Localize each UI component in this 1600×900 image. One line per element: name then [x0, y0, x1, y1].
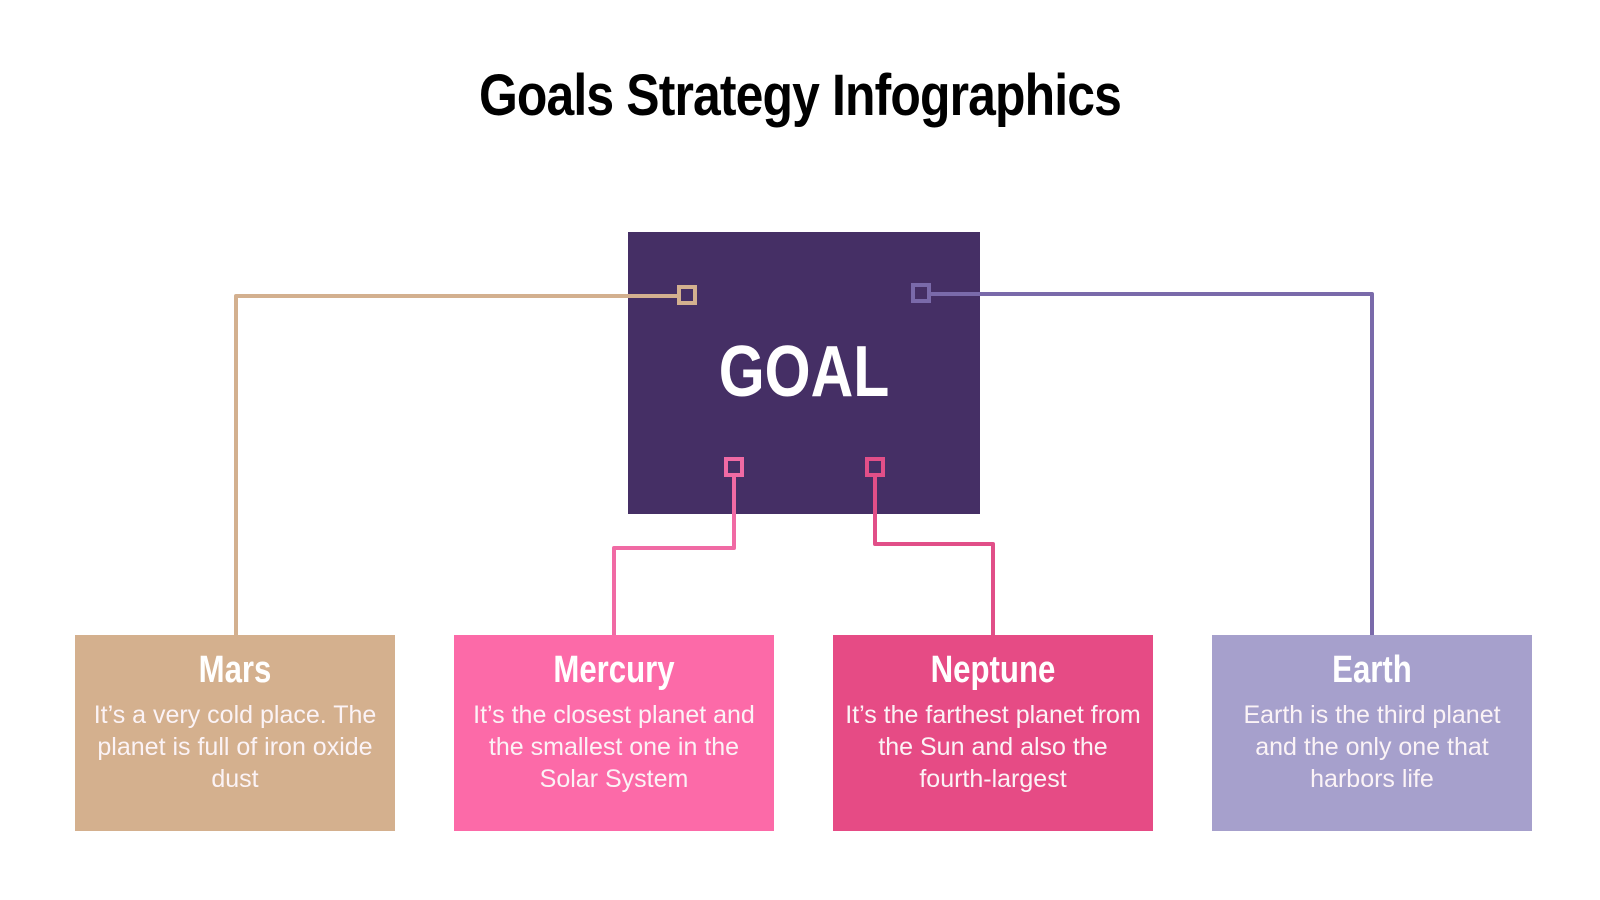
card-description: It’s a very cold place. The planet is fu…	[93, 701, 377, 793]
earth-anchor-icon	[911, 283, 931, 303]
card-neptune: Neptune It’s the farthest planet from th…	[833, 635, 1153, 831]
page-title: Goals Strategy Infographics	[478, 63, 1122, 128]
mars-connector	[234, 285, 697, 635]
card-mercury: Mercury It’s the closest planet and the …	[454, 635, 774, 831]
goal-box	[628, 232, 980, 514]
card-description: It’s the closest planet and the smallest…	[473, 701, 755, 793]
mercury-connector	[612, 457, 744, 635]
mars-anchor-icon	[677, 285, 697, 305]
card-title: Earth	[1332, 649, 1412, 691]
goal-label: GOAL	[718, 332, 890, 412]
card-title: Neptune	[930, 649, 1056, 691]
earth-connector	[911, 283, 1374, 635]
card-description: Earth is the third planet and the only o…	[1243, 701, 1501, 793]
mercury-anchor-icon	[724, 457, 744, 477]
card-description: It’s the farthest planet from the Sun an…	[845, 701, 1141, 793]
neptune-connector	[865, 457, 995, 635]
card-title: Mars	[198, 649, 272, 691]
card-title: Mercury	[553, 649, 675, 691]
card-mars: Mars It’s a very cold place. The planet …	[75, 635, 395, 831]
neptune-anchor-icon	[865, 457, 885, 477]
card-earth: Earth Earth is the third planet and the …	[1212, 635, 1532, 831]
